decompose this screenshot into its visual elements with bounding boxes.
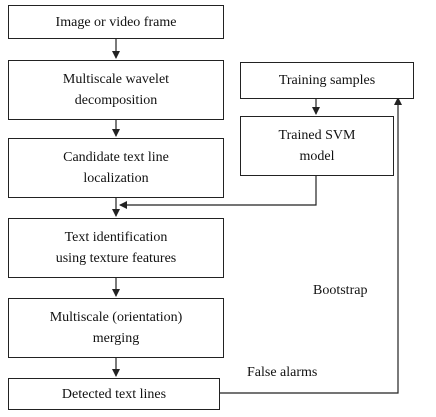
box-text-identification: Text identification using texture featur… xyxy=(8,218,224,278)
box-merging-text-line-1: Multiscale (orientation) xyxy=(49,310,183,325)
box-training-samples: Training samples xyxy=(240,62,414,99)
box-wavelet-decomposition: Multiscale wavelet decomposition xyxy=(8,60,224,120)
box-wavelet-text-line-2: decomposition xyxy=(74,93,158,108)
box-image-frame-text: Image or video frame xyxy=(55,14,177,30)
box-identification-text-line-1: Text identification xyxy=(64,230,168,245)
arrow-detected-to-training xyxy=(220,97,402,394)
box-training-text: Training samples xyxy=(278,73,376,88)
arrow-svm-to-main-flow xyxy=(119,176,317,209)
box-wavelet-text-line-1: Multiscale wavelet xyxy=(62,72,170,87)
box-candidate-text-line-1: Candidate text line xyxy=(63,150,169,165)
box-svm-text-line-2: model xyxy=(299,149,335,164)
box-candidate-text-line-2: localization xyxy=(83,171,149,186)
box-candidate-localization: Candidate text line localization xyxy=(8,138,224,198)
box-merging-text-line-2: merging xyxy=(92,331,140,346)
box-detected-text-lines: Detected text lines xyxy=(8,378,220,410)
label-false-alarms: False alarms xyxy=(247,365,318,380)
box-svm-text-line-1: Trained SVM xyxy=(278,128,356,143)
box-multiscale-merging: Multiscale (orientation) merging xyxy=(8,298,224,358)
box-identification-text-line-2: using texture features xyxy=(55,251,177,266)
box-trained-svm-model: Trained SVM model xyxy=(240,116,394,176)
label-bootstrap: Bootstrap xyxy=(313,283,368,298)
box-image-frame: Image or video frame xyxy=(8,5,224,39)
box-detected-text: Detected text lines xyxy=(61,386,167,402)
